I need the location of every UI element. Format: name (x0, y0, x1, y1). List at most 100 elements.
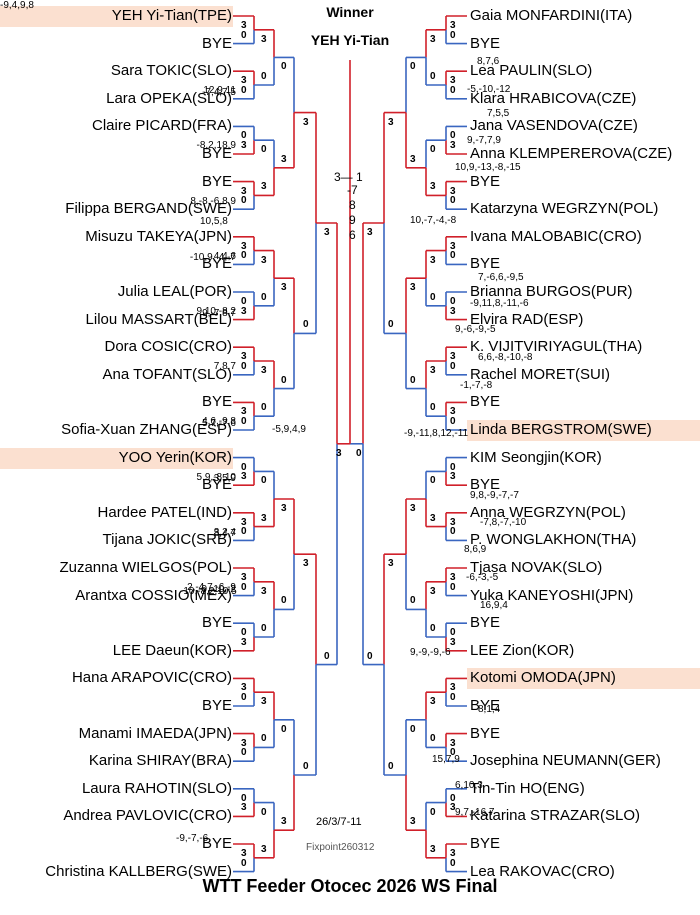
game-score: 0 (241, 526, 247, 538)
game-score: 3 (450, 240, 456, 252)
game-score: 3 (430, 254, 436, 266)
game-score: 0 (241, 792, 247, 804)
player-name: Ana TOFANT(SLO) (102, 365, 233, 383)
game-score: 3 (281, 282, 287, 294)
game-score: 3 (410, 503, 416, 514)
game-score: 0 (241, 416, 247, 427)
game-score: 0 (241, 692, 247, 703)
game-score: 0 (241, 627, 247, 639)
game-score: 0 (430, 806, 436, 818)
game-score: 3 (241, 516, 247, 528)
game-score: 3 (450, 406, 456, 418)
player-name: BYE (470, 476, 501, 494)
game-score: 3 (450, 802, 456, 814)
game-score: 3 (410, 816, 416, 828)
player-name: YEH Yi-Tian(TPE) (111, 7, 232, 24)
game-score: 3 (450, 636, 456, 648)
game-score: 0 (450, 461, 456, 473)
game-score: 3 (261, 585, 267, 597)
player-name: BYE (470, 393, 501, 411)
game-score: 3 (303, 558, 309, 570)
set-score: -7,4,7,5 (202, 86, 236, 98)
set-score: 8,4,7 (213, 528, 236, 540)
player-name: Andrea PAVLOVIC(CRO) (63, 807, 232, 825)
game-score: 0 (450, 360, 456, 372)
game-score: 0 (450, 627, 456, 639)
player-name: Brianna BURGOS(PUR) (470, 283, 633, 300)
set-score: 9,-9,-9,-6 (410, 647, 451, 658)
set-score: -9,-11,8,12,-11 (404, 428, 469, 439)
player-name: Manami IMAEDA(JPN) (78, 724, 232, 742)
set-score: -9,-7,-6 (176, 833, 209, 844)
game-score: 3 (367, 227, 373, 238)
game-score: 3 (281, 503, 287, 514)
game-score: 3 (430, 181, 436, 193)
set-score: -9,11,8,-11,-6 (470, 298, 529, 309)
player-name: Misuzu TAKEYA(JPN) (85, 227, 232, 245)
game-score: 0 (303, 319, 309, 331)
game-score: 0 (430, 402, 436, 414)
player-name: Arantxa COSSIO(MEX) (75, 586, 232, 604)
game-score: 3 (261, 843, 267, 855)
game-score: 0 (450, 195, 456, 207)
player-name: LEE Zion(KOR) (470, 641, 575, 659)
player-name: Gaia MONFARDINI(ITA) (470, 7, 633, 24)
player-name: BYE (201, 393, 232, 411)
player-name: BYE (470, 34, 501, 52)
set-score: -5,-10,-12 (467, 84, 511, 95)
game-score: 0 (410, 723, 416, 735)
winner-highlight (467, 668, 700, 690)
game-score: 0 (450, 581, 456, 593)
game-score: 3 (450, 185, 456, 197)
game-score: 3 (241, 351, 247, 363)
player-name: BYE (201, 255, 232, 273)
game-score: 3 (388, 116, 394, 128)
player-name: BYE (470, 697, 501, 714)
game-score: 3 (261, 365, 267, 376)
set-score: 3,2,4 (213, 526, 236, 538)
player-name: Julia LEAL(POR) (117, 283, 232, 300)
game-score: 3 (261, 696, 267, 708)
set-score: 4,6,-9,8 (202, 416, 236, 428)
game-score: 0 (241, 29, 247, 41)
set-score: 8,6,9 (464, 544, 487, 555)
game-score: 3 (450, 351, 456, 363)
game-score: 3 (261, 181, 267, 193)
player-name: Elvira RAD(ESP) (470, 310, 584, 328)
player-name: Anna WEGRZYN(POL) (470, 503, 626, 521)
player-name: BYE (201, 697, 232, 714)
game-score: 3 (241, 305, 247, 317)
game-score: 3 (241, 140, 247, 151)
game-score: 0 (241, 130, 247, 142)
game-score: 0 (241, 250, 247, 262)
winner-highlight (467, 420, 700, 441)
game-score: 3 (430, 585, 436, 597)
player-name: Sara TOKIC(SLO) (110, 62, 232, 80)
game-score: 0 (241, 581, 247, 593)
player-name: Hardee PATEL(IND) (97, 503, 232, 521)
game-score: 0 (303, 761, 309, 772)
set-score: 2,-4,7,-6,-9 (187, 582, 236, 593)
game-score: 0 (450, 747, 456, 759)
set-score: 7,5,5 (487, 108, 510, 119)
player-name: BYE (201, 614, 232, 632)
game-score: 0 (356, 447, 362, 459)
set-score: -5,9,4,9 (272, 424, 306, 435)
game-score: 3 (336, 447, 342, 459)
set-score: 3,5,9 (213, 473, 236, 485)
game-score: 0 (241, 747, 247, 759)
game-score: 0 (241, 195, 247, 207)
winner-label: Winner (326, 4, 374, 20)
player-name: Lea RAKOVAC(CRO) (470, 862, 615, 880)
game-score: 0 (241, 360, 247, 372)
game-score: 0 (450, 29, 456, 41)
game-score: 0 (241, 296, 247, 307)
game-score: 3 (450, 848, 456, 859)
game-score: 3 (450, 20, 456, 31)
game-score: 0 (261, 291, 267, 303)
final-result: 3— 1 (334, 170, 363, 184)
game-score: 0 (261, 475, 267, 487)
set-score: 12,9,11 (203, 85, 236, 97)
game-score: 3 (281, 816, 287, 828)
